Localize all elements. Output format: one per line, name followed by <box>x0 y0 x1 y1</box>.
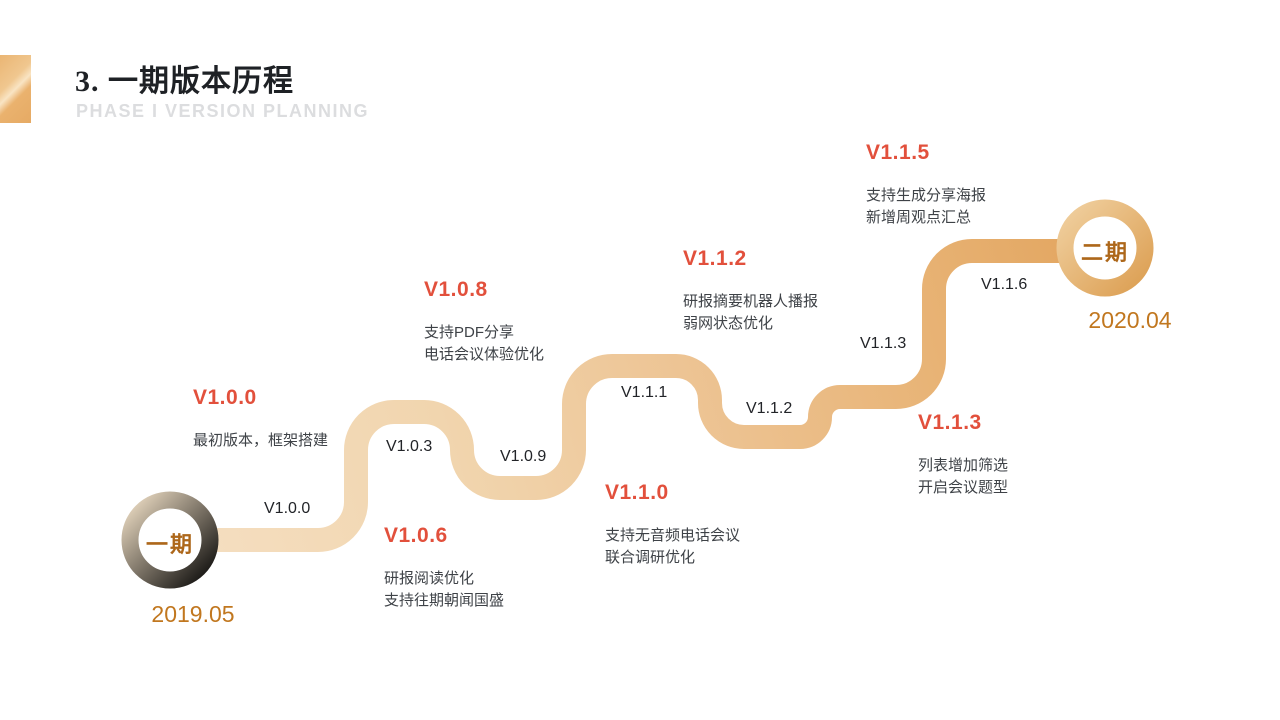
phase2-node-label: 二期 <box>1080 240 1129 265</box>
phase1-date: 2019.05 <box>151 601 235 627</box>
milestone-desc-line: 研报摘要机器人播报 <box>683 293 819 310</box>
phase1-node-ring <box>121 491 219 589</box>
milestone-v1-1-5: V1.1.5 支持生成分享海报 新增周观点汇总 <box>866 141 986 229</box>
milestone-version: V1.0.6 <box>384 524 448 547</box>
path-label-v1-0-3: V1.0.3 <box>386 438 433 455</box>
milestone-desc-line: 支持PDF分享 <box>424 324 515 341</box>
milestone-version: V1.1.2 <box>683 247 747 270</box>
timeline-path <box>170 239 1105 552</box>
milestone-desc-line: 弱网状态优化 <box>683 315 774 332</box>
milestone-v1-1-3: V1.1.3 列表增加筛选 开启会议题型 <box>918 411 1008 499</box>
milestone-desc-line: 联合调研优化 <box>605 549 696 566</box>
gold-accent-square <box>0 55 31 123</box>
page-subtitle: PHASE I VERSION PLANNING <box>76 101 370 121</box>
phase1-node-label: 一期 <box>145 532 194 557</box>
milestone-desc-line: 列表增加筛选 <box>918 457 1009 474</box>
milestone-desc-line: 开启会议题型 <box>918 479 1009 496</box>
milestone-desc-line: 电话会议体验优化 <box>424 346 545 363</box>
phase2-date: 2020.04 <box>1088 307 1172 333</box>
page-title: 3. 一期版本历程 <box>75 65 294 98</box>
path-label-v1-1-3: V1.1.3 <box>860 335 907 352</box>
phase2-node-ring <box>1056 199 1154 297</box>
milestone-version: V1.0.8 <box>424 278 488 301</box>
milestone-version: V1.0.0 <box>193 386 257 409</box>
milestone-desc-line: 研报阅读优化 <box>384 570 475 587</box>
milestone-v1-0-6: V1.0.6 研报阅读优化 支持往期朝闻国盛 <box>384 524 504 612</box>
path-label-v1-1-6: V1.1.6 <box>981 276 1028 293</box>
path-label-v1-0-0: V1.0.0 <box>264 500 311 517</box>
milestone-version: V1.1.0 <box>605 481 669 504</box>
milestone-desc-line: 支持无音频电话会议 <box>605 527 741 544</box>
milestone-v1-0-0: V1.0.0 最初版本，框架搭建 <box>193 386 328 452</box>
milestone-v1-0-8: V1.0.8 支持PDF分享 电话会议体验优化 <box>424 278 544 366</box>
milestone-desc-line: 支持生成分享海报 <box>866 187 987 204</box>
milestone-desc-line: 支持往期朝闻国盛 <box>384 592 505 609</box>
path-label-v1-0-9: V1.0.9 <box>500 448 547 465</box>
milestone-version: V1.1.3 <box>918 411 982 434</box>
milestone-desc-line: 最初版本，框架搭建 <box>193 432 329 449</box>
milestone-v1-1-0: V1.1.0 支持无音频电话会议 联合调研优化 <box>605 481 740 569</box>
milestone-v1-1-2: V1.1.2 研报摘要机器人播报 弱网状态优化 <box>683 247 818 335</box>
path-label-v1-1-2: V1.1.2 <box>746 400 793 417</box>
milestone-desc-line: 新增周观点汇总 <box>866 209 972 226</box>
milestone-version: V1.1.5 <box>866 141 930 164</box>
path-label-v1-1-1: V1.1.1 <box>621 384 668 401</box>
